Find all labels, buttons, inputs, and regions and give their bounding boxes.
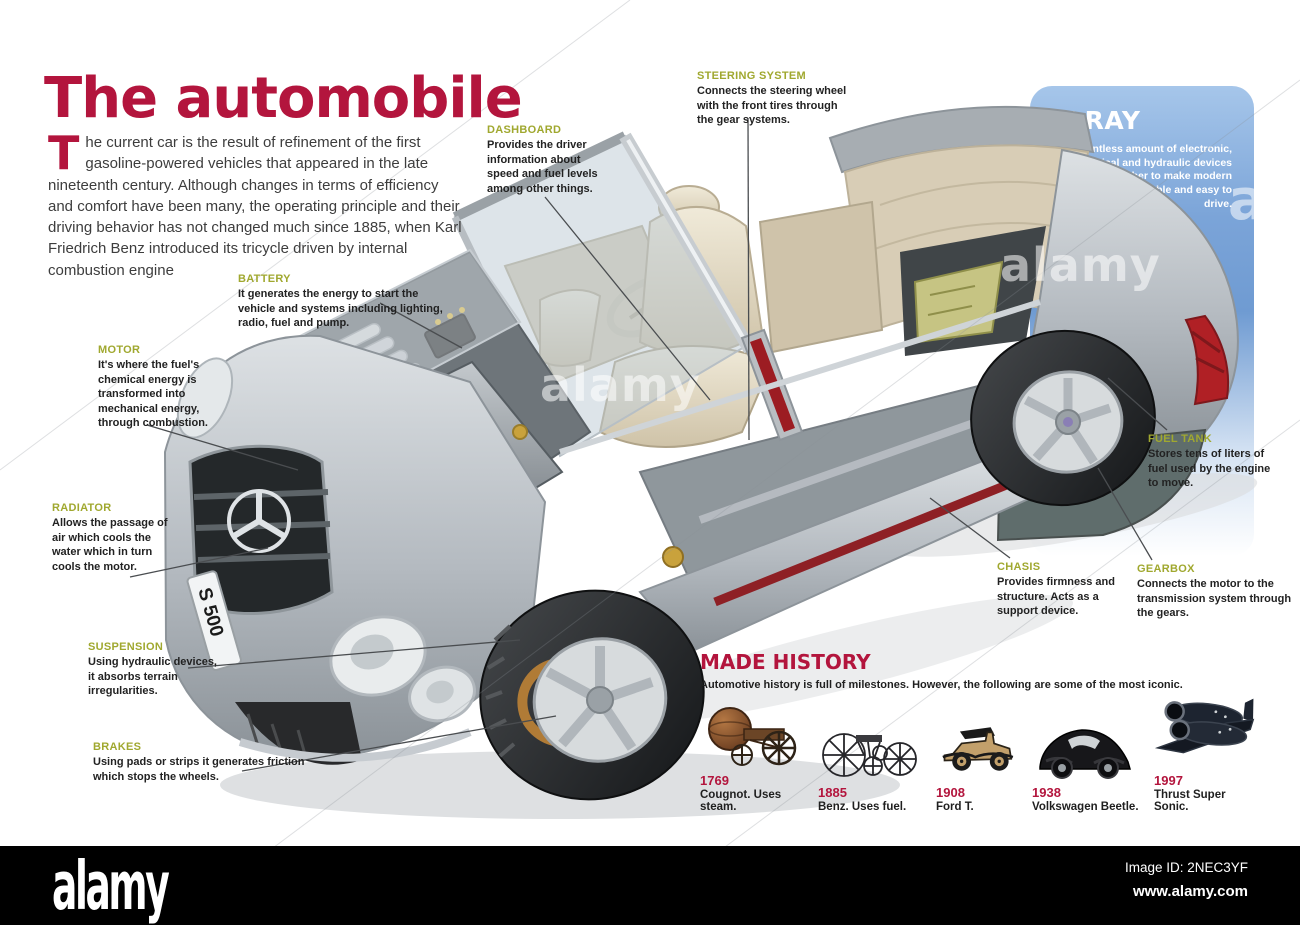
thrust-ssc-icon [1154,698,1262,767]
history-subtitle: Automotive history is full of milestones… [700,679,1183,691]
intro-text: he current car is the result of refineme… [48,134,462,279]
ford-t-icon [936,713,1018,779]
milestone-name: Cougnot. Uses steam. [700,789,782,813]
label-gearbox: GEARBOX Connects the motor to the transm… [1137,563,1292,620]
milestone-1938: 1938 Volkswagen Beetle. [1032,713,1140,813]
intro-dropcap: T [48,126,80,180]
cougnot-steam-car-icon [700,701,804,767]
label-battery: BATTERY It generates the energy to start… [238,273,443,330]
label-dashboard: DASHBOARD Provides the driver informatio… [487,124,598,195]
milestone-year: 1938 [1032,785,1061,800]
milestones-row: 1769 Cougnot. Uses steam. [700,698,1262,813]
milestone-name: Thrust Super Sonic. [1154,789,1226,813]
milestone-year: 1908 [936,785,965,800]
vw-beetle-icon [1032,713,1140,779]
beltline-trim [559,299,1041,455]
image-id-text: Image ID: 2NEC3YF [1124,860,1248,875]
taillight [1184,314,1230,406]
footer-info: Image ID: 2NEC3YF www.alamy.com [1125,860,1248,900]
label-steering-system: STEERING SYSTEM Connects the steering wh… [697,70,847,127]
label-motor: MOTOR It's where the fuel's chemical ene… [98,344,208,430]
page-title: The automobile [44,66,523,131]
benz-motorwagen-icon [818,713,922,779]
milestone-1908: 1908 Ford T. [936,713,1018,813]
milestone-year: 1997 [1154,773,1183,788]
footer-bar: alamy Image ID: 2NEC3YF www.alamy.com [0,846,1300,925]
milestone-name: Ford T. [936,801,974,813]
label-fuel-tank: FUEL TANK Stores tens of liters of fuel … [1148,433,1271,490]
history-title: MADE HISTORY [700,650,871,674]
milestone-name: Volkswagen Beetle. [1032,801,1139,813]
label-suspension: SUSPENSION Using hydraulic devices, it a… [88,641,217,698]
rear-wheel [970,329,1156,507]
label-radiator: RADIATOR Allows the passage of air which… [52,502,168,573]
milestone-1997: 1997 Thrust Super Sonic. [1154,698,1262,813]
milestone-year: 1769 [700,773,729,788]
milestone-year: 1885 [818,785,847,800]
label-chasis: CHASIS Provides firmness and structure. … [997,561,1115,618]
alamy-logo: alamy [52,848,170,925]
milestone-1769: 1769 Cougnot. Uses steam. [700,701,804,813]
label-brakes: BRAKES Using pads or strips it generates… [93,741,305,783]
alamy-url-link[interactable]: www.alamy.com [1132,883,1248,900]
milestone-name: Benz. Uses fuel. [818,801,907,813]
milestone-1885: 1885 Benz. Uses fuel. [818,713,922,813]
made-history-section: MADE HISTORY Automotive history is full … [700,650,1260,813]
intro-paragraph: T he current car is the result of refine… [48,126,466,281]
